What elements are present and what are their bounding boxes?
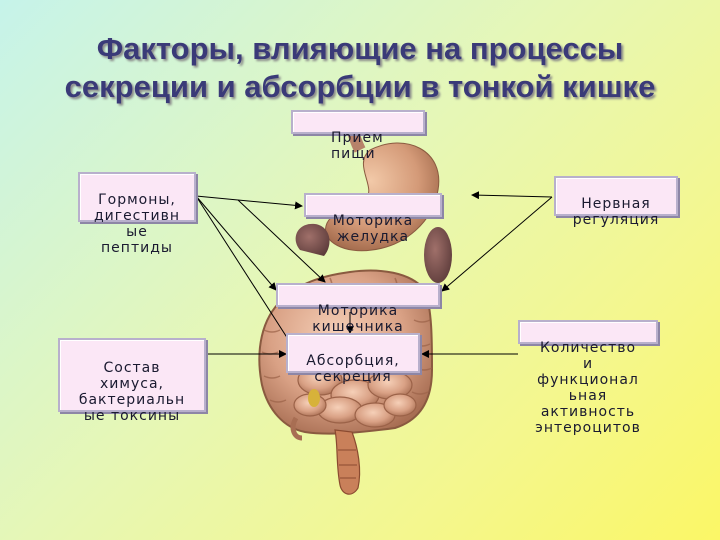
arrow-hormones-to-intestinal [195, 195, 277, 291]
gallbladder [308, 389, 320, 407]
rectum [334, 429, 361, 495]
node-hormones: Гормоны, дигестивн ые пептиды [78, 172, 196, 256]
slide-title: Факторы, влияющие на процессы секреции и… [0, 30, 720, 106]
title-line-2: секреции и абсорбции в тонкой кишке [64, 69, 656, 104]
node-intestinal-motility: Моторика кишечника [276, 283, 440, 335]
node-chyme-composition-label: Состав химуса, бактериальн ые токсины [78, 360, 186, 424]
node-hormones-label: Гормоны, дигестивн ые пептиды [93, 192, 181, 256]
appendix [290, 416, 303, 441]
liver [295, 223, 330, 256]
arrow-gastric-to-intestinal [237, 199, 326, 283]
node-gastric-motility: Моторика желудка [304, 193, 442, 245]
node-gastric-motility-label: Моторика желудка [332, 213, 414, 245]
node-enterocytes: Количество и функционал ьная активность … [518, 320, 658, 436]
spleen [424, 227, 452, 283]
node-nervous-regulation-label: Нервная регуляция [572, 196, 660, 228]
node-absorption-secretion-label: Абсорбция, секреция [306, 353, 400, 385]
arrow-hormones-to-gastric [195, 195, 303, 210]
node-food-intake: Прием пищи [291, 110, 425, 162]
arrow-nervous-to-gastric [471, 191, 553, 200]
node-food-intake-label: Прием пищи [331, 130, 384, 162]
node-chyme-composition: Состав химуса, бактериальн ые токсины [58, 338, 206, 424]
arrow-nervous-to-intestinal [441, 196, 553, 292]
title-line-1: Факторы, влияющие на процессы [96, 31, 624, 66]
node-enterocytes-label: Количество и функционал ьная активность … [535, 340, 641, 436]
arrow-hormones-to-absorption [195, 195, 296, 351]
node-nervous-regulation: Нервная регуляция [554, 176, 678, 228]
node-intestinal-motility-label: Моторика кишечника [312, 303, 404, 335]
node-absorption-secretion: Абсорбция, секреция [286, 333, 420, 385]
